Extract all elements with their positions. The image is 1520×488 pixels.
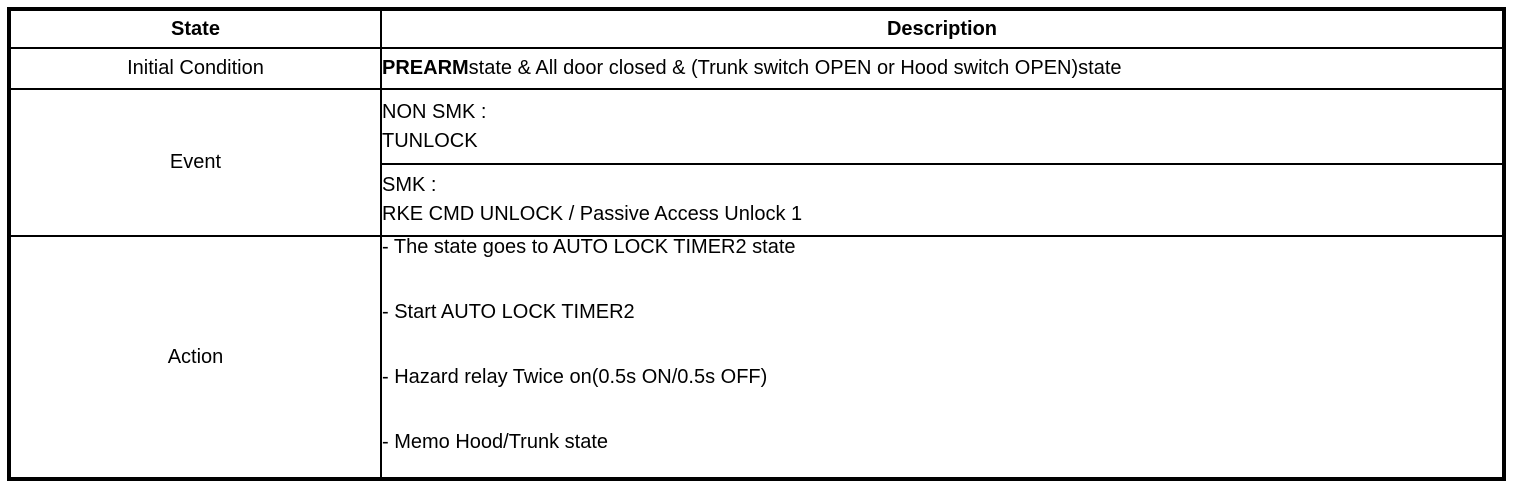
action-item: - The state goes to AUTO LOCK TIMER2 sta…	[382, 236, 796, 258]
action-item: - Hazard relay Twice on(0.5s ON/0.5s OFF…	[382, 366, 768, 388]
table-row-event-non-smk: Event NON SMK : TUNLOCK	[8, 88, 1505, 237]
event-non-smk-value: TUNLOCK	[382, 129, 478, 152]
column-header-description: Description	[380, 8, 1505, 49]
event-non-smk-description: NON SMK : TUNLOCK	[380, 88, 1505, 165]
event-label: Event	[8, 88, 382, 237]
event-smk-value: RKE CMD UNLOCK / Passive Access Unlock 1	[382, 203, 803, 225]
event-non-smk-heading: NON SMK :	[382, 100, 487, 123]
action-description: - The state goes to AUTO LOCK TIMER2 sta…	[380, 235, 1505, 480]
initial-condition-text: PREARMstate & All door closed & (Trunk s…	[382, 57, 1122, 79]
table-row-event-smk: SMK : RKE CMD UNLOCK / Passive Access Un…	[9, 163, 1505, 237]
action-label: Action	[8, 235, 382, 480]
table-row-initial-condition: Initial Condition PREARMstate & All door…	[8, 47, 1505, 90]
initial-condition-label: Initial Condition	[8, 47, 382, 90]
event-smk-description: SMK : RKE CMD UNLOCK / Passive Access Un…	[380, 163, 1505, 237]
initial-condition-description: PREARMstate & All door closed & (Trunk s…	[380, 47, 1505, 90]
table-header-row: State Description	[8, 8, 1505, 49]
prearm-bold-text: PREARM	[382, 57, 469, 79]
state-description-table: State Description Initial Condition PREA…	[7, 7, 1506, 481]
table-row-action: Action - The state goes to AUTO LOCK TIM…	[8, 235, 1505, 480]
initial-condition-rest-text: state & All door closed & (Trunk switch …	[468, 57, 1122, 79]
action-item: - Memo Hood/Trunk state	[382, 431, 609, 453]
column-header-state: State	[8, 8, 382, 49]
event-smk-heading: SMK :	[382, 174, 437, 196]
action-item: - Start AUTO LOCK TIMER2	[382, 301, 635, 323]
